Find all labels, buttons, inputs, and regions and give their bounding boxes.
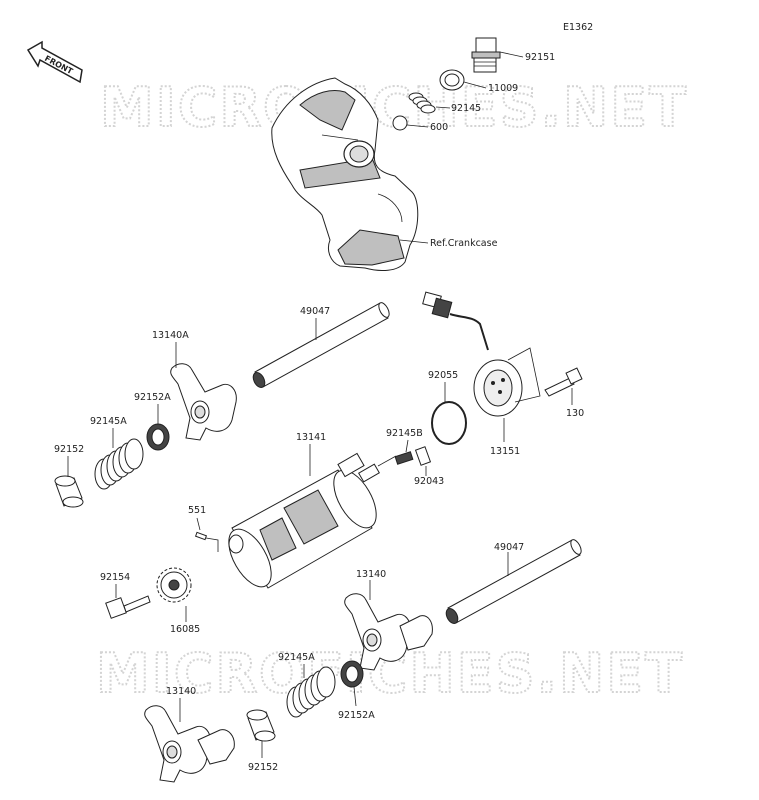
label-92145A-bottom: 92145A (278, 652, 315, 663)
label-13140A: 13140A (152, 330, 189, 341)
label-551: 551 (188, 505, 206, 516)
label-92152A-top: 92152A (134, 392, 171, 403)
part-13140A (170, 363, 237, 441)
label-13141: 13141 (296, 432, 326, 443)
label-13140-mid: 13140 (356, 569, 386, 580)
label-92145A-top: 92145A (90, 416, 127, 427)
label-92055: 92055 (428, 370, 458, 381)
watermark-top: MICROFICHES.NET (100, 76, 688, 139)
part-600 (392, 115, 408, 131)
part-13140-bottom (144, 705, 235, 783)
label-92043: 92043 (414, 476, 444, 487)
part-13151 (422, 291, 523, 417)
part-92151 (471, 37, 501, 73)
part-551 (194, 531, 208, 541)
label-92154: 92154 (100, 572, 130, 583)
part-49047-top (252, 302, 390, 388)
crankcase-ref (271, 77, 419, 271)
part-13140-mid (344, 593, 433, 671)
part-92043 (414, 446, 432, 466)
label-92152A-bottom: 92152A (338, 710, 375, 721)
label-49047-top: 49047 (300, 306, 330, 317)
part-13141 (228, 452, 397, 589)
part-92055 (431, 401, 467, 445)
label-92145B: 92145B (386, 428, 423, 439)
part-92152-top (54, 475, 84, 508)
part-92145A-bottom (286, 666, 336, 718)
part-92152-bottom (246, 709, 276, 742)
label-16085: 16085 (170, 624, 200, 635)
ref-label: Ref.Crankcase (430, 238, 498, 249)
part-92152A-bottom (340, 660, 364, 688)
part-49047-bottom (445, 539, 582, 624)
label-600: 600 (430, 122, 448, 133)
part-130 (544, 367, 583, 397)
label-13151: 13151 (490, 446, 520, 457)
part-92145B (394, 451, 414, 465)
front-arrow-icon: FRONT (26, 40, 83, 84)
part-92145A-top (94, 438, 144, 490)
part-92145 (408, 92, 436, 114)
part-92154 (105, 595, 151, 619)
part-16085 (156, 567, 192, 603)
label-92152-top: 92152 (54, 444, 84, 455)
label-13140-bottom: 13140 (166, 686, 196, 697)
part-92152A-top (146, 423, 170, 451)
label-92152-bottom: 92152 (248, 762, 278, 773)
label-49047-bottom: 49047 (494, 542, 524, 553)
label-92151: 92151 (525, 52, 555, 63)
label-92145: 92145 (451, 103, 481, 114)
label-130: 130 (566, 408, 584, 419)
diagram-code: E1362 (563, 22, 593, 33)
label-11009: 11009 (488, 83, 518, 94)
